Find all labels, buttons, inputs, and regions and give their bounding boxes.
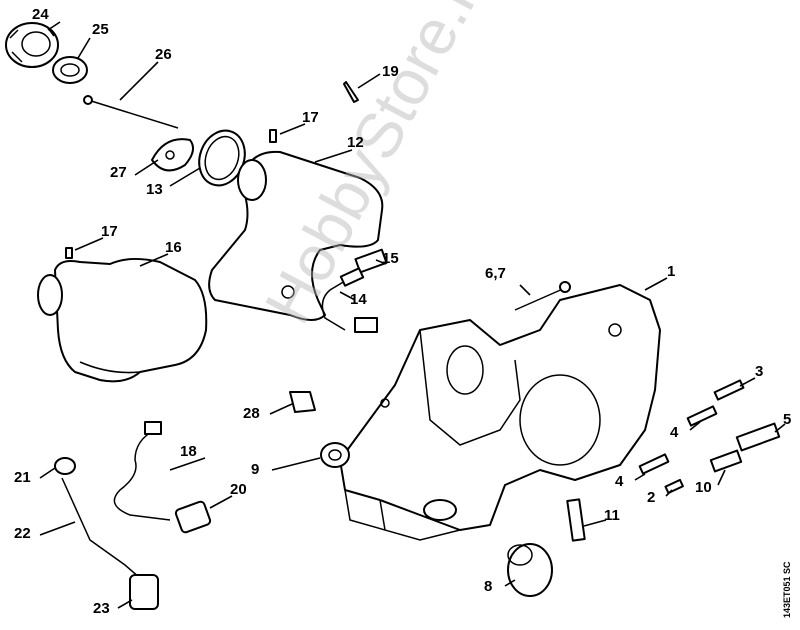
part-10-screw [709,449,743,473]
part-19-pin [343,81,359,103]
part-17-screw [65,129,277,259]
callout-25: 25 [92,21,109,38]
callout-5: 5 [783,411,792,428]
part-13-ring [198,129,246,187]
part-2-pin [664,478,684,495]
part-20-filter [174,500,212,534]
callout-27: 27 [110,164,127,181]
callout-3: 3 [755,363,764,380]
callout-1: 1 [667,263,676,280]
callout-11: 11 [604,507,620,524]
callout-23: 23 [93,600,110,617]
callout-18: 18 [180,443,197,460]
part-5-screw [735,422,781,452]
leader-lines [39,21,786,609]
callout-22: 22 [14,525,31,542]
callout-20: 20 [230,481,247,498]
part-15-fitting [354,248,388,274]
part-3-pin [713,379,745,401]
callout-4: 4 [670,424,679,441]
part-25-seal [52,56,88,84]
callout-13: 13 [146,181,163,198]
callout-12: 12 [347,134,364,151]
part-28-clip [289,391,316,413]
part-1-crankcase [339,284,661,541]
part-14-fuel-hose [321,267,378,333]
part-24-cap [5,22,59,68]
callout-9: 9 [251,461,260,478]
callout-10: 10 [695,479,712,496]
part-4-pin [638,405,718,475]
part-9-grommet [320,442,350,468]
callout-15: 15 [382,250,399,267]
part-21-grommet [54,457,76,475]
part-12-tank-housing [208,150,384,321]
callout-8: 8 [484,578,493,595]
callout-24: 24 [32,6,49,23]
part-22-hose [61,477,141,579]
part-23-filter [129,574,159,610]
callout-6-7: 6,7 [485,265,506,282]
callout-14: 14 [350,291,367,308]
callout-2: 2 [647,489,656,506]
part-8-buffer [507,543,553,597]
part-18-fuel-line [113,421,171,521]
callout-4b: 4 [615,473,624,490]
part-26-rod [83,95,179,129]
callout-16: 16 [165,239,182,256]
callout-17b: 17 [101,223,118,240]
callout-19: 19 [382,63,399,80]
callout-17: 17 [302,109,319,126]
callout-28: 28 [243,405,260,422]
callout-26: 26 [155,46,172,63]
callout-21: 21 [14,469,31,486]
part-27-clip [151,138,195,172]
drawing-code: 143ET051 SC [782,561,792,618]
part-6-7-bolt [514,281,571,311]
part-11-sleeve [566,498,586,542]
part-16-cover [37,258,208,383]
